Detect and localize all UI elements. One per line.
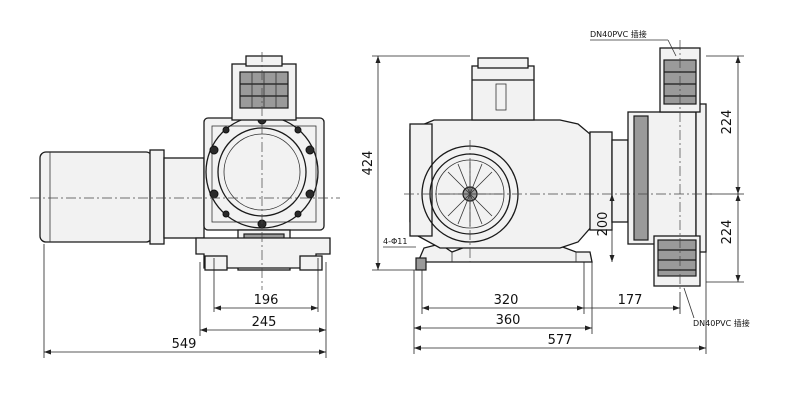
dim-320: 320 — [494, 293, 519, 308]
side-view: 4-Φ11 424 200 224 224 320 — [361, 29, 750, 354]
dim-224-bottom: 224 — [720, 220, 735, 245]
top-boss — [471, 65, 535, 121]
dim-549: 549 — [172, 337, 197, 352]
dim-245: 245 — [252, 315, 277, 330]
hole-note: 4-Φ11 — [383, 237, 407, 246]
dim-424: 424 — [361, 151, 376, 176]
dim-577: 577 — [548, 333, 573, 348]
dim-196: 196 — [254, 293, 279, 308]
dim-224-top: 224 — [720, 110, 735, 135]
front-view: 196 245 549 — [30, 52, 340, 358]
motor-body — [39, 151, 153, 243]
dim-177: 177 — [618, 293, 643, 308]
outlet-note: DN40PVC 插接 — [693, 318, 750, 328]
dim-360: 360 — [496, 313, 521, 328]
motor-flange — [149, 149, 165, 245]
dim-200: 200 — [596, 212, 611, 237]
inlet-note: DN40PVC 插接 — [590, 29, 647, 39]
